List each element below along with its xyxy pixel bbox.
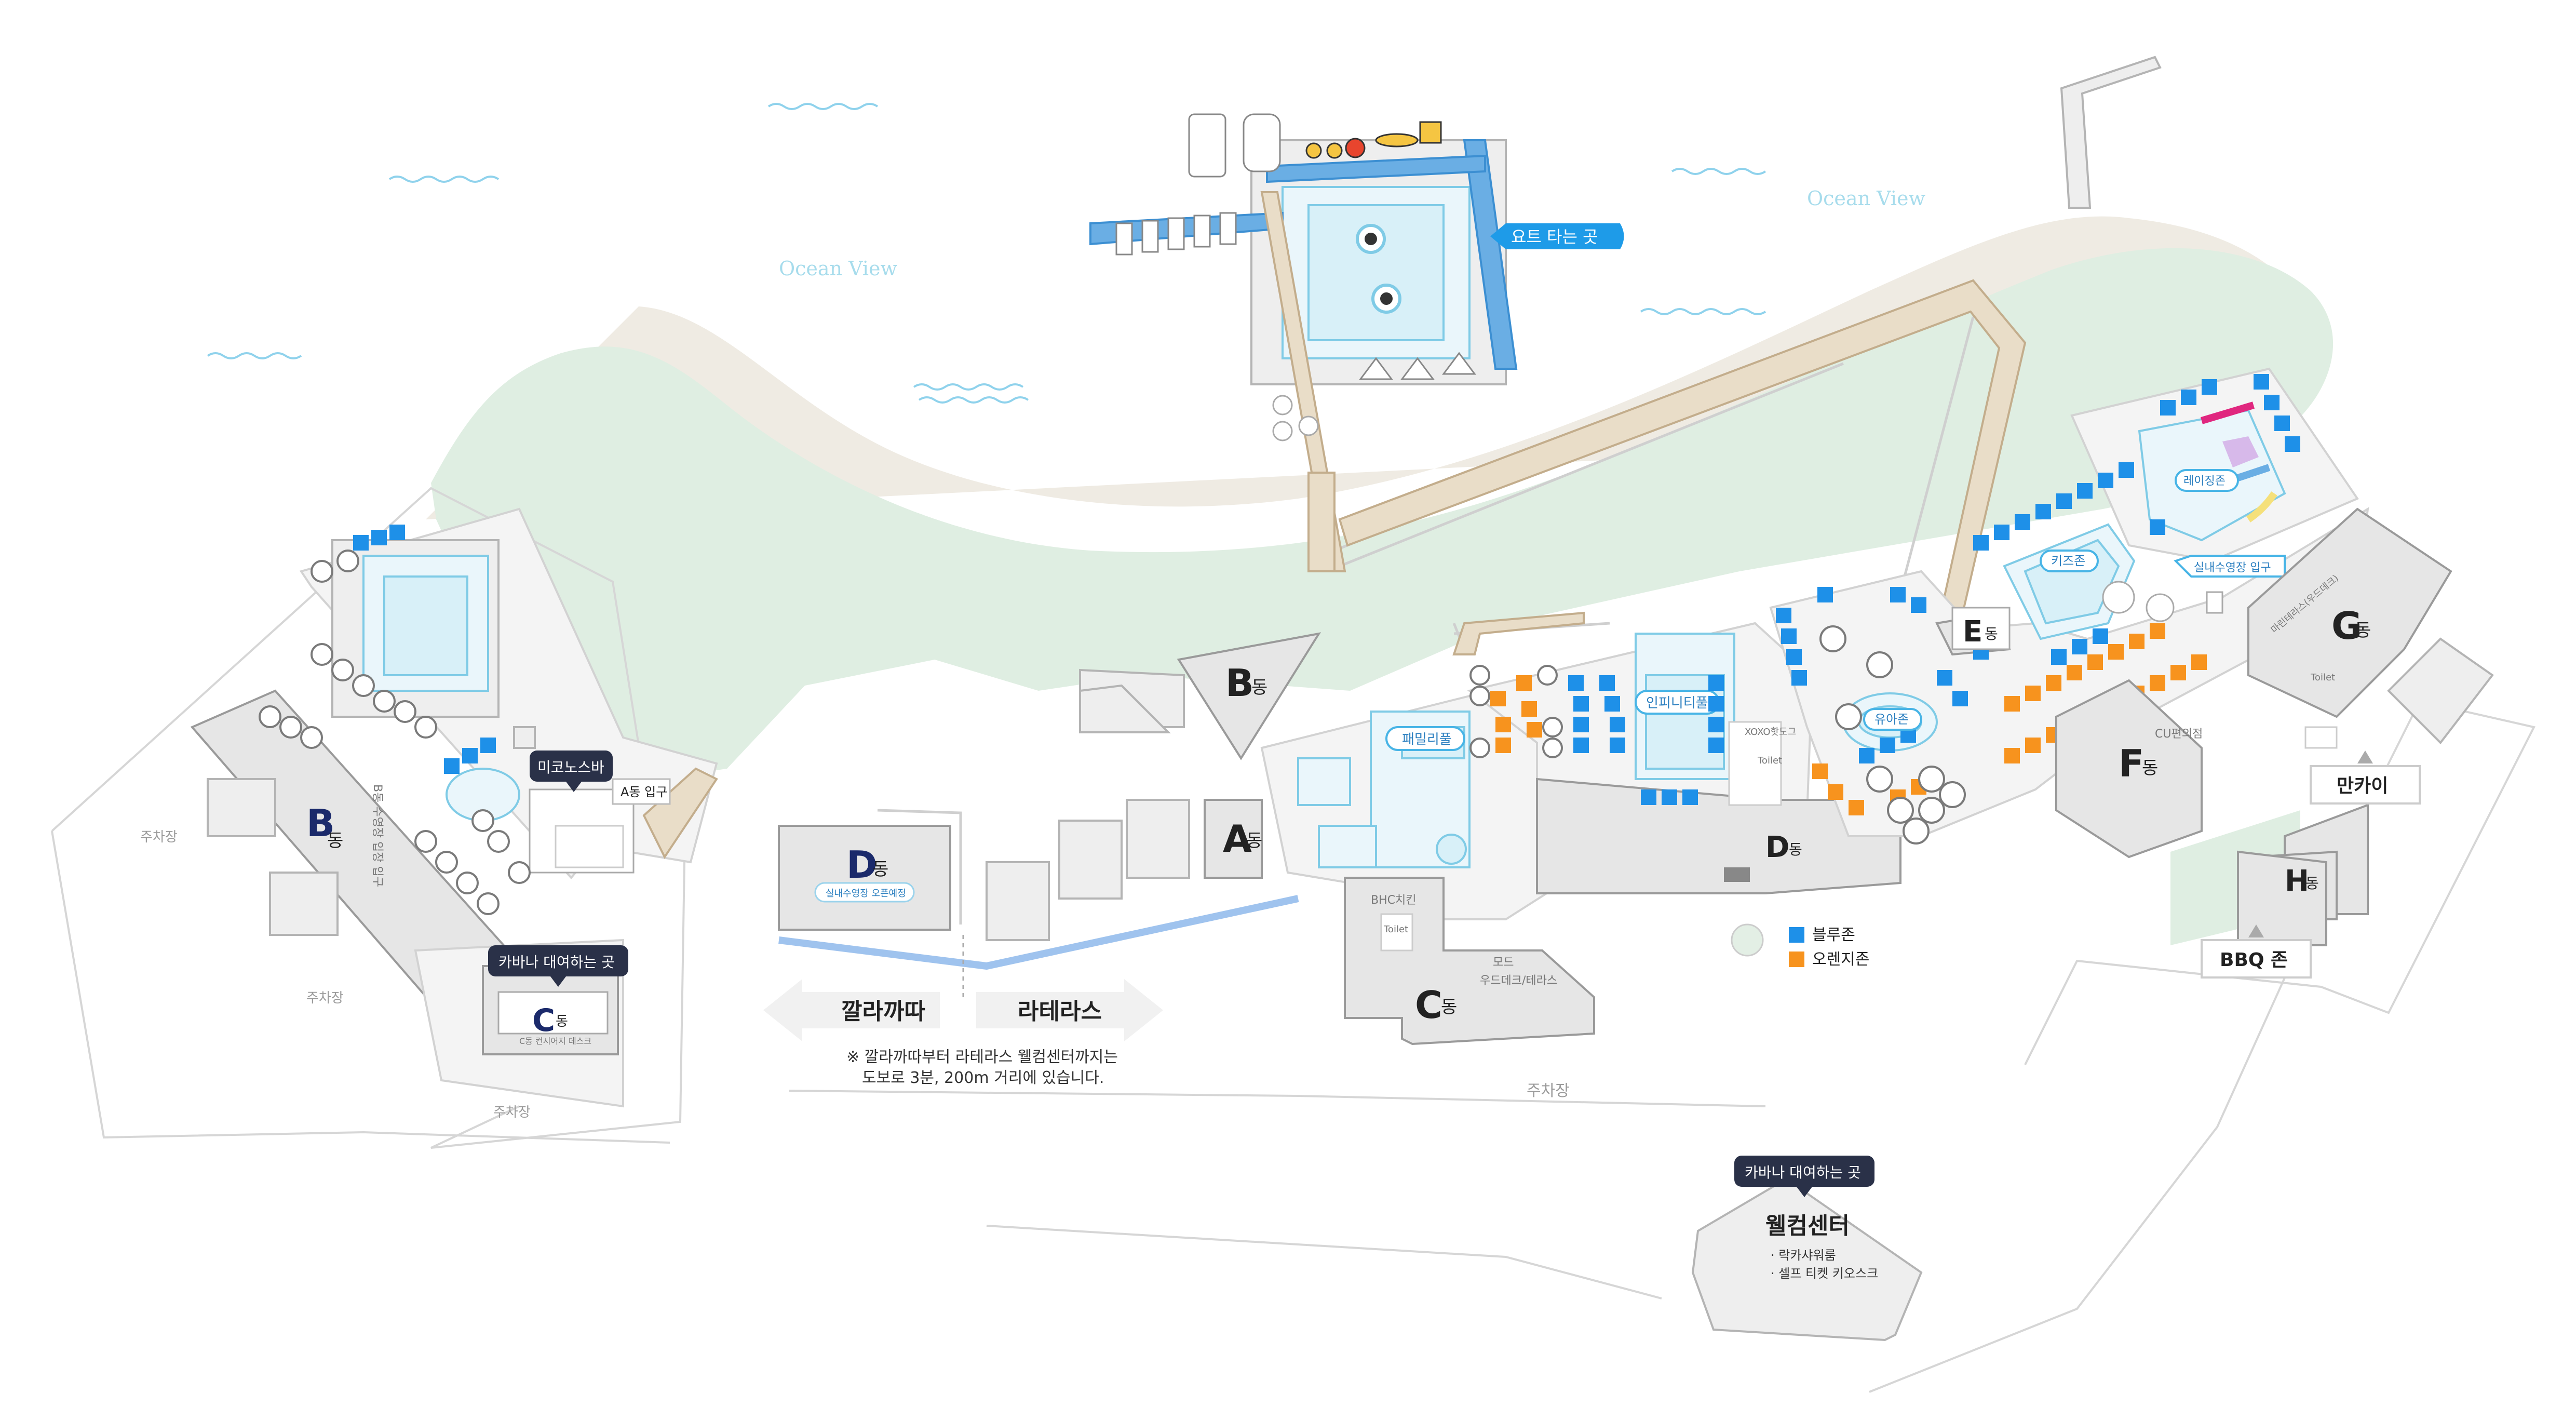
c-center-area — [1260, 679, 1595, 1046]
parking-label-1: 주차장 — [140, 829, 178, 845]
toilet-label-d: Toilet — [1757, 755, 1782, 766]
building-d-right-suffix: 동 — [1789, 841, 1802, 858]
bhc-label: BHC치킨 — [1371, 894, 1416, 907]
direction-left-label: 깔라까따 — [841, 998, 925, 1025]
left-complex-trees — [259, 550, 531, 915]
direction-note-line2: 도보로 3분, 200m 거리에 있습니다. — [862, 1069, 1104, 1087]
mankai-label[interactable]: 만카이 — [2310, 751, 2421, 805]
parking-label-4: 주차장 — [1527, 1082, 1570, 1100]
building-e-letter: E — [1963, 615, 1982, 649]
xoxo-label: XOXO핫도그 — [1745, 727, 1796, 738]
blue-walkway — [778, 895, 1299, 970]
building-c-left-letter: C — [532, 1002, 555, 1039]
cabana-tag-left[interactable]: 카바나 대여하는 곳 — [488, 945, 628, 987]
legend-label-orange: 오렌지존 — [1812, 950, 1869, 969]
building-a-suffix: 동 — [1246, 830, 1262, 851]
c-left-concierge: C동 컨시어지 데스크 — [519, 1036, 591, 1046]
kids-zone-label: 유아존 — [1874, 712, 1909, 727]
infinity-pool-area — [1467, 622, 1901, 957]
yacht-tag[interactable]: 요트 타는 곳 — [1490, 223, 1624, 249]
direction-right-label: 라테라스 — [1018, 998, 1102, 1025]
building-f-letter: F — [2119, 742, 2144, 785]
welcome-center-title: 웰컴센터 — [1765, 1213, 1850, 1239]
parking-label-2: 주차장 — [306, 990, 344, 1006]
legend-label-blue: 블루존 — [1812, 926, 1855, 944]
welcome-center-item-2: · 셀프 티켓 키오스크 — [1771, 1266, 1878, 1281]
building-e-suffix: 동 — [1985, 625, 1998, 642]
a-entrance-label: A동 입구 — [612, 778, 671, 805]
building-e — [1951, 607, 2011, 650]
building-d-center-suffix: 동 — [872, 859, 888, 880]
cabana-tag-welcome-label: 카바나 대여하는 곳 — [1745, 1164, 1861, 1181]
wood-terrace-label: 우드데크/테라스 — [1480, 974, 1557, 987]
building-d-center-letter: D — [846, 843, 878, 887]
building-g-letter: G — [2331, 604, 2362, 648]
welcome-center-item-1: · 락카샤워룸 — [1771, 1248, 1836, 1263]
building-f-suffix: 동 — [2142, 758, 2158, 779]
mikonos-tag[interactable]: 미코노스바 — [530, 751, 613, 792]
center-buildings — [986, 632, 1321, 941]
cabana-tag-welcome[interactable]: 카바나 대여하는 곳 — [1734, 1156, 1874, 1197]
parking-label-3: 주차장 — [493, 1105, 531, 1120]
mankai-text: 만카이 — [2337, 775, 2388, 797]
family-pool-pill: 패밀리풀 — [1385, 726, 1465, 751]
indoor-pool-entrance-pill: 실내수영장 입구 — [2174, 555, 2286, 578]
legend-swatch-orange — [1789, 952, 1804, 967]
cabana-tag-left-label: 카바나 대여하는 곳 — [498, 954, 615, 971]
building-h-suffix: 동 — [2305, 875, 2319, 892]
sand-label: 모드 — [1493, 956, 1514, 969]
legend: 블루존 오렌지존 — [1789, 926, 1869, 969]
building-h-letter: H — [2285, 864, 2309, 898]
yacht-tag-label: 요트 타는 곳 — [1511, 227, 1598, 247]
ocean-view-label-left: Ocean View — [779, 257, 898, 280]
lazy-river-label: 레이징존 — [2183, 475, 2226, 488]
mikonos-tag-label: 미코노스바 — [537, 759, 604, 776]
toilet-label-g: Toilet — [2310, 672, 2335, 683]
building-b-center-suffix: 동 — [1251, 677, 1267, 698]
left-complex-blue-cabanas — [353, 525, 496, 774]
ocean-view-label-right: Ocean View — [1807, 187, 1926, 210]
infinity-pool-pill: 인피니티풀 — [1635, 690, 1720, 715]
building-c-center-suffix: 동 — [1441, 997, 1457, 1017]
b-pool-entrance-label: B동 수영장 입장 입구 — [371, 784, 384, 887]
fgh-buildings — [2055, 507, 2494, 946]
direction-arrow-right[interactable]: 라테라스 — [976, 979, 1163, 1041]
building-d-center — [778, 809, 962, 931]
lazy-river-pill: 레이징존 — [2175, 469, 2239, 492]
kids-label: 키즈존 — [2051, 554, 2085, 568]
indoor-pool-entrance-label: 실내수영장 입구 — [2194, 561, 2271, 574]
building-d-right-letter: D — [1765, 830, 1789, 864]
building-a-letter: A — [1223, 817, 1252, 861]
direction-note-line1: ※ 깔라까따부터 라테라스 웰컴센터까지는 — [846, 1048, 1118, 1066]
building-b-center-letter: B — [1225, 661, 1254, 705]
legend-swatch-blue — [1789, 927, 1804, 943]
kids2-pill: 키즈존 — [2040, 550, 2099, 572]
welcome-center — [1691, 1177, 1923, 1342]
bbq-label[interactable]: BBQ 존 — [2201, 924, 2312, 979]
building-c-center-letter: C — [1415, 983, 1442, 1027]
infinity-pool-label: 인피니티풀 — [1646, 695, 1708, 711]
a-entrance-text: A동 입구 — [621, 785, 667, 799]
infinity-area-cabanas — [1469, 665, 1724, 805]
building-g-suffix: 동 — [2355, 620, 2371, 641]
building-c-left-suffix: 동 — [556, 1014, 568, 1029]
marina — [1089, 113, 1518, 572]
breakwater — [2060, 56, 2162, 209]
direction-arrow-left[interactable]: 깔라까따 — [763, 979, 940, 1041]
building-b-left-suffix: 동 — [327, 830, 343, 851]
cu-label: CU편의점 — [2155, 728, 2203, 741]
d-center-indoor-pool: 실내수영장 오픈예정 — [826, 888, 906, 899]
building-b-left-letter: B — [306, 801, 335, 845]
kids-pill: 유아존 — [1863, 708, 1922, 731]
ocean-waves — [207, 103, 1766, 404]
bbq-text: BBQ 존 — [2220, 949, 2288, 971]
toilet-label-c: Toilet — [1383, 924, 1408, 935]
family-pool-label: 패밀리풀 — [1402, 732, 1452, 747]
green-park — [431, 248, 2334, 784]
